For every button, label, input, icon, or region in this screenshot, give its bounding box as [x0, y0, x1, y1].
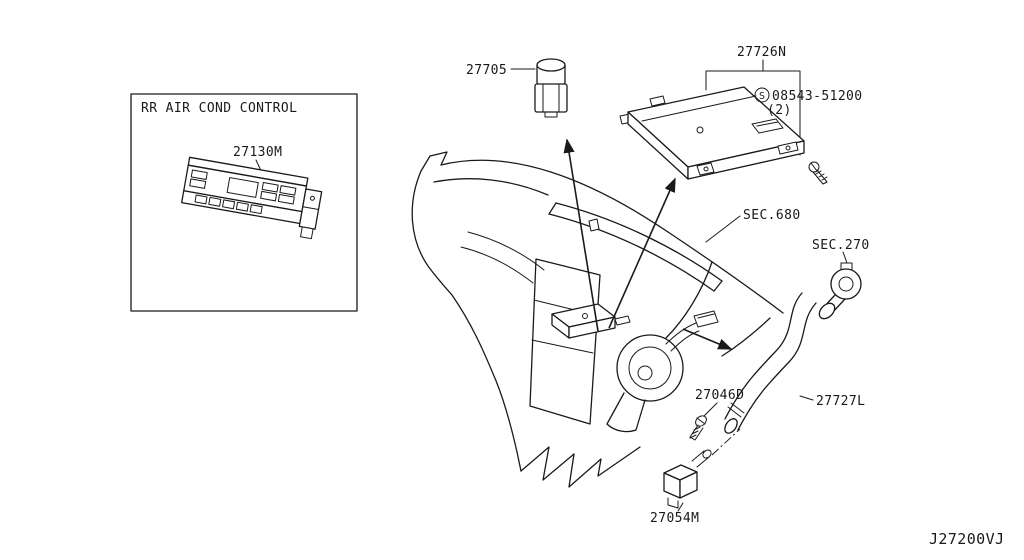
label-part-27726n[interactable]: 27726N: [737, 45, 786, 60]
part-27726n-group: 27726N S 08543-51200 (2: [619, 45, 863, 185]
label-sec-270[interactable]: SEC.270: [812, 238, 870, 253]
label-screw-qty: (2): [767, 103, 792, 118]
leader-27054m: [677, 502, 684, 512]
sec-270-connector-drawing: [818, 262, 862, 320]
diagram-code: J27200VJ: [929, 530, 1004, 548]
screw-symbol: S: [759, 91, 765, 102]
leader-27046d: [703, 402, 718, 417]
dashboard-drawing: [411, 151, 784, 488]
rr-air-cond-control-box: RR AIR COND CONTROL 27130M: [130, 93, 358, 312]
part-27054m-group: 27054M: [650, 428, 741, 526]
arrow-to-27705: [563, 138, 599, 332]
part-27046d-group: 27046D: [689, 388, 744, 441]
leader-sec-680: [705, 215, 741, 243]
part-27046d-drawing: [689, 415, 707, 441]
part-27705-drawing: [534, 58, 568, 118]
sec-270-group: SEC.270: [812, 238, 870, 320]
label-screw-part[interactable]: 08543-51200: [772, 89, 863, 104]
part-27727l-drawing: [724, 292, 817, 434]
leader-sec-270: [842, 251, 848, 264]
part-27705-group: 27705: [466, 58, 568, 118]
screw-callout: S 08543-51200 (2): [754, 87, 863, 118]
sensor-mount-location: [588, 218, 600, 232]
arrow-to-27726n: [608, 177, 676, 329]
arrow-to-sec270: [682, 328, 733, 350]
label-sec-680[interactable]: SEC.680: [743, 208, 801, 223]
assembly-axis-line: [711, 428, 741, 456]
control-box-title: RR AIR COND CONTROL: [141, 101, 297, 116]
label-part-27054m[interactable]: 27054M: [650, 511, 699, 526]
bracket-27726n: [705, 59, 801, 156]
location-arrows: [563, 138, 733, 350]
part-27726n-drawing: [619, 86, 805, 180]
part-27130m-drawing: [181, 156, 323, 240]
label-part-27705[interactable]: 27705: [466, 63, 507, 78]
part-27727l-group: 27727L: [724, 292, 865, 434]
leader-27727l: [799, 395, 814, 401]
label-part-27130m[interactable]: 27130M: [233, 145, 282, 160]
part-27054m-drawing: [663, 449, 712, 509]
label-part-27727l[interactable]: 27727L: [816, 394, 865, 409]
screw-08543-drawing: [808, 161, 828, 185]
sec-680-group: SEC.680: [705, 208, 801, 243]
label-part-27046d[interactable]: 27046D: [695, 388, 744, 403]
